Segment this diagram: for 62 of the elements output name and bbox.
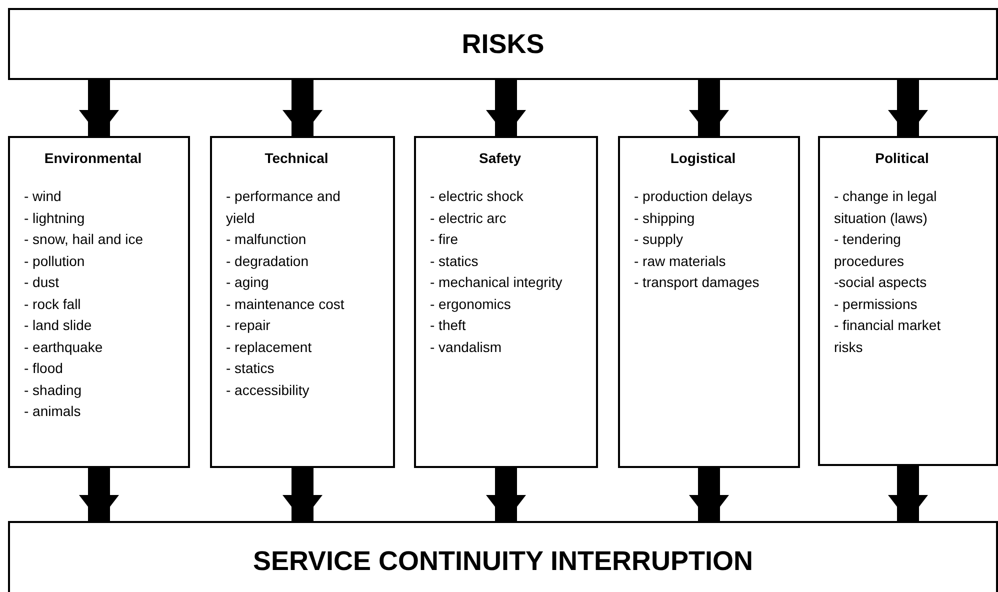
risk-category-box (818, 136, 998, 466)
risk-item: - shading (24, 380, 83, 400)
heading: SERVICE CONTINUITY INTERRUPTION (252, 546, 754, 576)
risk-category-box (210, 136, 395, 468)
risk-item: - performance and yield (226, 187, 342, 228)
block-arrow (486, 468, 526, 521)
risk-item: - raw materials (634, 252, 727, 270)
block-arrow (282, 468, 322, 521)
risk-item: - electric shock (430, 187, 524, 206)
risk-item: - theft (430, 316, 467, 335)
category-heading: Political (874, 150, 930, 166)
risk-category-box (414, 136, 598, 468)
block-arrow (888, 80, 928, 136)
risk-item: - flood (24, 359, 64, 378)
risk-item: - aging (226, 273, 270, 292)
risk-item: - land slide (24, 316, 93, 335)
risk-item: - shipping (634, 208, 696, 228)
risk-category-box (618, 136, 800, 468)
risk-item: - repair (226, 316, 272, 335)
risk-item: - change in legal situation (laws) (834, 187, 938, 228)
title-box (8, 521, 998, 592)
risk-item: - transport damages (634, 273, 760, 292)
risk-item: - accessibility (226, 380, 310, 400)
risk-item: - dust (24, 273, 60, 292)
heading: RISKS (462, 28, 544, 60)
risk-item: - animals (24, 402, 82, 421)
block-arrow (689, 468, 729, 521)
risk-item: - fire (430, 230, 459, 249)
block-arrow (689, 80, 729, 136)
risk-item: - lightning (24, 208, 86, 228)
risk-item: - earthquake (24, 338, 104, 357)
block-arrow (79, 80, 119, 136)
category-heading: Environmental (43, 150, 143, 166)
risk-item: - rock fall (24, 294, 82, 314)
title-box (8, 8, 998, 80)
risk-item: - permissions (834, 294, 918, 314)
risk-item: - electric arc (430, 208, 508, 228)
block-arrow (486, 80, 526, 136)
risk-category-box (8, 136, 190, 468)
category-heading: Safety (478, 150, 522, 166)
block-arrow (282, 80, 322, 136)
risk-item: - mechanical integrity (430, 273, 564, 292)
risk-item: - tendering procedures (834, 230, 906, 271)
risk-item: - malfunction (226, 230, 308, 249)
risk-item: - financial market risks (834, 316, 942, 356)
block-arrow (888, 466, 928, 521)
block-arrow (79, 468, 119, 521)
risk-item: - production delays (634, 187, 754, 206)
category-heading: Technical (264, 150, 330, 166)
risk-item: - snow, hail and ice (24, 230, 144, 249)
risk-item: - ergonomics (430, 294, 512, 314)
risk-item: - statics (430, 252, 480, 270)
risk-item: -social aspects (834, 273, 928, 292)
risk-item: - statics (226, 359, 276, 378)
risk-item: - pollution (24, 252, 86, 271)
risk-item: - supply (634, 230, 684, 249)
risk-item: - wind (24, 187, 62, 206)
risk-item: - degradation (226, 252, 310, 271)
category-heading: Logistical (669, 150, 737, 166)
risk-item: - vandalism (430, 338, 503, 356)
risk-item: - replacement (226, 338, 313, 357)
risk-item: - maintenance cost (226, 294, 346, 314)
